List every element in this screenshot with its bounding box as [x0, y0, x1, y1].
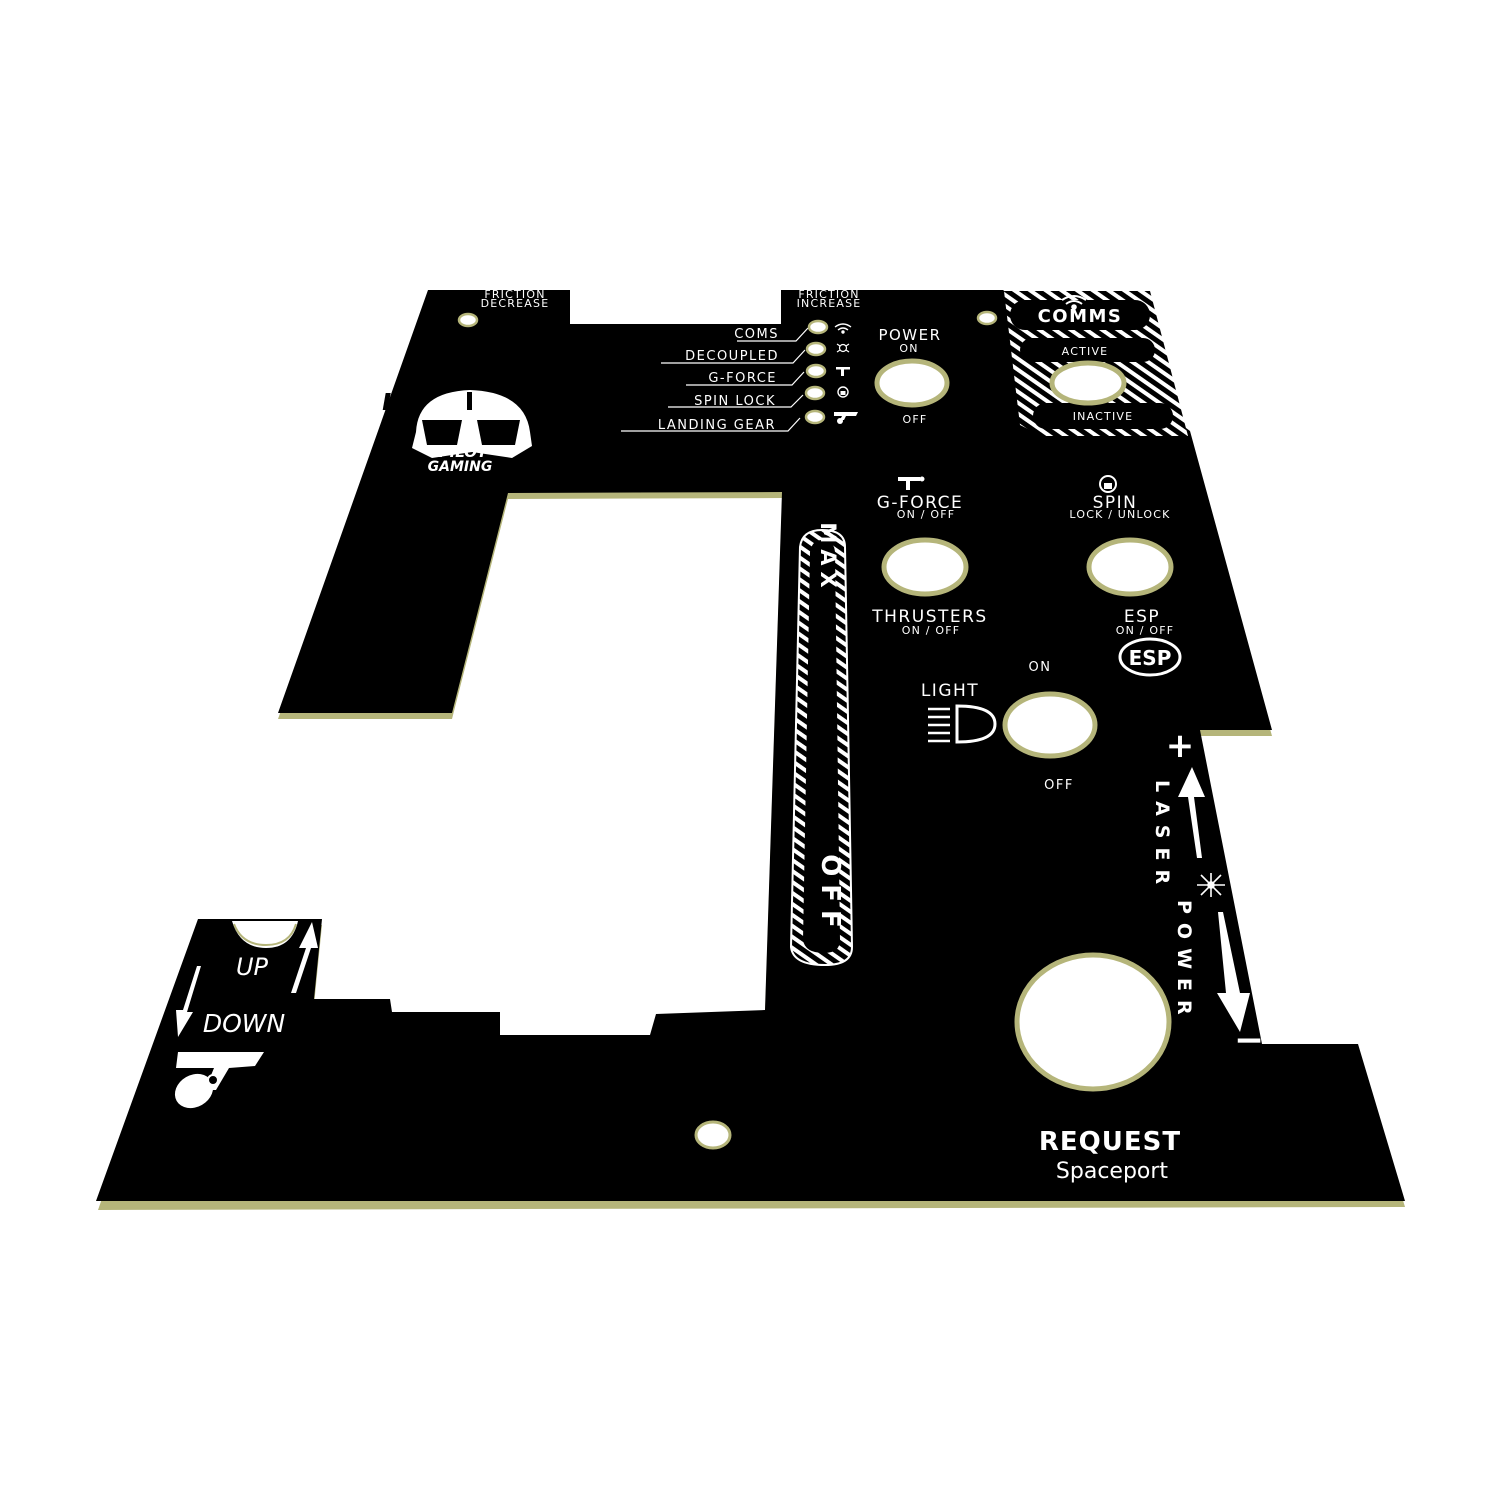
gear-down-label: DOWN: [203, 1009, 286, 1038]
light-label: LIGHT: [921, 681, 979, 701]
spin-switch-hole[interactable]: [1086, 537, 1174, 597]
throttle-max-label: MAX: [816, 522, 840, 593]
spin-label: SPIN: [1093, 493, 1138, 513]
gear-up-label: UP: [236, 953, 269, 981]
wifi-icon: [834, 323, 852, 334]
power-off-label: OFF: [903, 413, 928, 426]
landing-gear-icon: [834, 412, 858, 424]
light-on-label: ON: [1029, 660, 1052, 675]
spin-lock-header-icon: [1099, 475, 1117, 493]
friction-increase-screw-hole: [976, 310, 998, 326]
indicator-label-decoupled: DECOUPLED: [685, 349, 779, 364]
led-hole-decoupled: [805, 341, 827, 357]
indicator-label-spin-lock: SPIN LOCK: [694, 394, 776, 409]
comms-title: COMMS: [1038, 306, 1123, 327]
laser-label: LASER: [1151, 780, 1173, 893]
indicator-label-coms: COMS: [734, 327, 779, 342]
request-spaceport-button-hole[interactable]: [1014, 952, 1172, 1092]
esp-sub-label: ON / OFF: [1116, 624, 1175, 637]
friction-increase-label: FRICTION: [798, 288, 859, 301]
gforce-header-icon: [898, 476, 925, 490]
indicator-leader-line: [621, 417, 801, 432]
gear-up-arrow-icon: [291, 922, 318, 993]
request-label: REQUEST: [1039, 1127, 1181, 1157]
friction-increase-label: INCREASE: [797, 297, 862, 310]
power-on-label: ON: [899, 342, 918, 355]
power-label: POWER: [878, 326, 941, 344]
pilot-gaming-logo: PILOT GAMING: [382, 390, 556, 475]
laser-down-arrow-icon: [1217, 912, 1250, 1032]
light-off-label: OFF: [1044, 778, 1074, 793]
comms-wifi-icon: [1061, 295, 1087, 310]
esp-badge-text: ESP: [1129, 646, 1172, 670]
gforce-icon: [836, 367, 850, 376]
friction-decrease-label: FRICTION: [484, 288, 545, 301]
spin-lock-icon: [837, 386, 849, 398]
gforce-sub-label: ON / OFF: [897, 508, 956, 521]
indicator-label-gforce: G-FORCE: [708, 371, 777, 386]
thrusters-label: THRUSTERS: [871, 607, 987, 627]
led-hole-gforce: [805, 363, 827, 379]
indicator-list: COMS DECOUPLED G-FORCE SPIN LOCK LANDING…: [621, 319, 858, 433]
gear-down-arrow-icon: [176, 966, 201, 1037]
laser-minus-label: −: [1234, 1020, 1264, 1061]
laser-up-arrow-icon: [1178, 767, 1205, 858]
throttle-off-label: OFF: [815, 854, 845, 936]
indicator-leader-line: [661, 349, 806, 364]
gforce-switch-hole[interactable]: [881, 537, 969, 597]
led-hole-spin-lock: [804, 385, 826, 401]
indicator-leader-line: [668, 394, 804, 408]
comms-inactive-pill: [1033, 403, 1173, 429]
headlight-icon: [928, 704, 997, 744]
esp-badge-icon: ESP: [1118, 637, 1182, 677]
logo-line-2: GAMING: [428, 459, 493, 475]
decoupled-icon: [836, 343, 850, 353]
power-word-label: POWER: [1173, 900, 1195, 1024]
bottom-screw-hole: [694, 1120, 732, 1150]
laser-plus-label: +: [1166, 726, 1195, 766]
throttle-slot-inner: [803, 540, 840, 953]
logo-line-1: PILOT: [439, 443, 489, 461]
comms-active-label: ACTIVE: [1062, 345, 1109, 358]
led-hole-landing-gear: [804, 409, 826, 425]
led-hole-coms: [807, 319, 829, 335]
comms-active-pill: [1020, 338, 1155, 362]
thrusters-sub-label: ON / OFF: [902, 624, 961, 637]
spaceport-label: Spaceport: [1056, 1159, 1169, 1184]
comms-switch-hole[interactable]: [1049, 360, 1127, 406]
spin-sub-label: LOCK / UNLOCK: [1069, 508, 1170, 521]
indicator-leader-line: [737, 327, 809, 342]
esp-label: ESP: [1124, 607, 1160, 627]
light-switch-hole[interactable]: [1002, 691, 1098, 759]
comms-inactive-label: INACTIVE: [1073, 410, 1134, 423]
friction-decrease-screw-hole: [457, 312, 479, 328]
indicator-leader-line: [686, 371, 805, 386]
indicator-label-landing-gear: LANDING GEAR: [658, 418, 776, 433]
power-switch-hole[interactable]: [874, 358, 950, 408]
laser-burst-icon: [1197, 873, 1225, 897]
gforce-label: G-FORCE: [877, 493, 964, 513]
gear-notch-edge: [233, 923, 297, 947]
friction-decrease-label: DECREASE: [481, 297, 550, 310]
comms-title-pill: [1010, 300, 1150, 330]
landing-gear-large-icon: [174, 1052, 264, 1109]
